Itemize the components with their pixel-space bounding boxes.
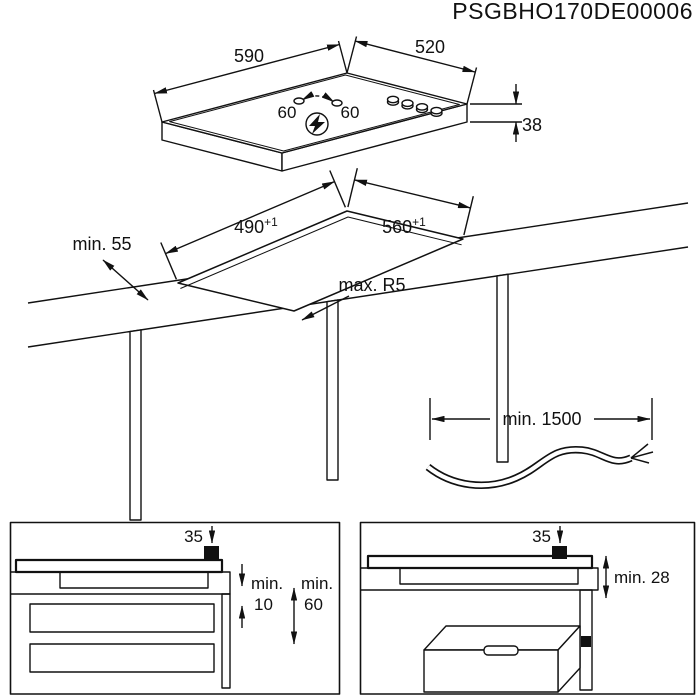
table-leg	[496, 273, 509, 463]
dim-hob-width: 590	[152, 40, 348, 123]
clearance-min-value: 60	[304, 595, 323, 614]
rear-gap-label: min. 28	[614, 568, 670, 587]
clamp-offset-label: 35	[184, 527, 203, 546]
clamp-offset-label: 35	[532, 527, 551, 546]
front-clearance-label: min. 55	[72, 234, 131, 254]
drawer-front	[29, 603, 215, 633]
part-number: PSGBHO170DE00006	[452, 0, 693, 24]
cable-length-label: min. 1500	[502, 409, 581, 429]
power-cable-view: min. 1500	[425, 398, 654, 489]
cabinet-side	[221, 593, 231, 689]
worktop-section	[360, 567, 599, 591]
power-connection-marking: 60 60	[278, 91, 360, 136]
cable-wire-strands	[630, 443, 654, 464]
gap-min-label: min.	[251, 574, 283, 593]
control-knobs	[386, 95, 443, 118]
oven-handle	[483, 645, 519, 656]
dim-front-clearance: min. 55	[72, 234, 149, 301]
knob-icon	[415, 103, 429, 111]
knob-icon	[430, 106, 443, 115]
entry-point-left	[293, 97, 305, 105]
dim-hob-depth: 520	[346, 36, 478, 105]
cutout-depth-edges	[180, 216, 462, 289]
cutout-width-label: 560+1	[382, 215, 426, 237]
lightning-bolt-icon	[309, 114, 325, 134]
oven-front-face	[423, 649, 559, 693]
hob-width-label: 590	[234, 46, 264, 66]
gap-min-value: 10	[254, 595, 273, 614]
knob-icon	[401, 99, 414, 108]
dim-cutout-depth: 490+1	[160, 170, 347, 280]
mounting-clamp	[204, 546, 219, 559]
entry-point-right	[331, 99, 343, 107]
panel-border	[9, 521, 341, 695]
hob-isometric-view: 60 60 590 520 38	[152, 36, 542, 172]
panel-border	[359, 521, 696, 695]
clearance-min-label: min.	[301, 574, 333, 593]
hob-glass-section	[366, 554, 594, 570]
drawer-front	[29, 643, 215, 673]
hob-height-label: 38	[522, 115, 542, 135]
dim-corner-radius: max. R5	[301, 275, 406, 321]
worktop-section	[10, 571, 231, 595]
hob-body-section	[59, 572, 209, 589]
cutout-depth-label: 490+1	[234, 215, 278, 237]
dim-hob-height: 38	[470, 84, 542, 142]
mounting-clamp	[552, 546, 567, 559]
dim-cutout-width: 560+1	[347, 168, 474, 237]
hob-glass-section	[14, 558, 224, 574]
connection-span-arrow	[301, 91, 335, 103]
table-leg	[326, 299, 339, 481]
gap-left-label: 60	[278, 103, 297, 122]
post-bracket	[581, 636, 591, 647]
hob-body-section	[399, 568, 579, 585]
table-leg	[129, 329, 142, 521]
drawer-section-view: 35 min. 10 min. 60	[9, 521, 341, 695]
knob-icon	[386, 95, 400, 104]
cable-curve-core	[426, 447, 632, 488]
worktop-cutout-view: 490+1 560+1 min. 55 max. R5	[27, 168, 689, 521]
hob-depth-label: 520	[415, 37, 445, 57]
corner-radius-label: max. R5	[338, 275, 405, 295]
gap-right-label: 60	[341, 103, 360, 122]
oven-section-view: 35 min. 28	[359, 521, 696, 695]
